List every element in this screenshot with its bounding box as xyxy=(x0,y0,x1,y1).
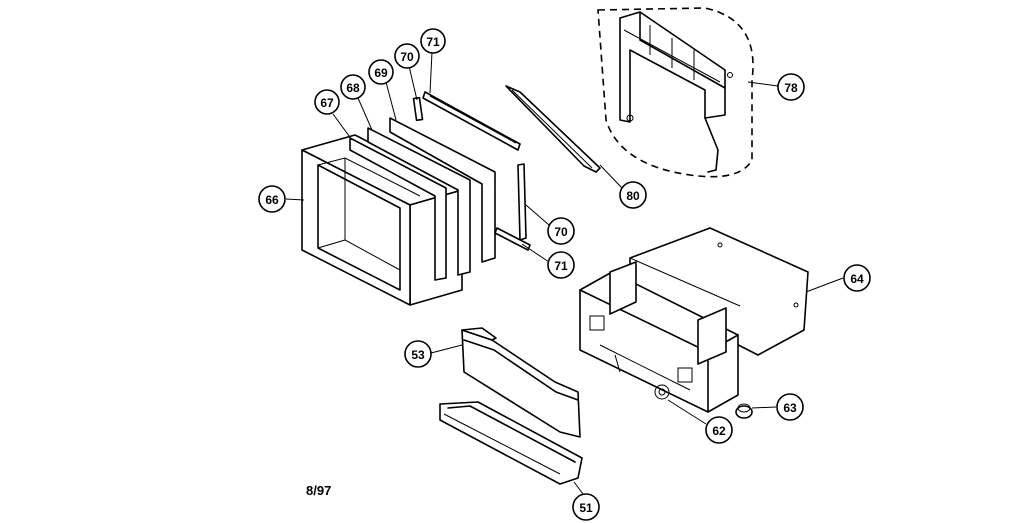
callout-68: 68 xyxy=(340,74,366,100)
callout-68-label: 68 xyxy=(346,81,360,95)
callout-51: 51 xyxy=(572,493,600,521)
panel-67 xyxy=(349,137,447,281)
callout-63-label: 63 xyxy=(783,401,797,415)
callout-69-label: 69 xyxy=(374,66,388,80)
leader-lines xyxy=(285,51,844,495)
strip-71-lower xyxy=(494,227,531,251)
callout-70-lower: 70 xyxy=(547,217,575,245)
callout-53-label: 53 xyxy=(411,348,425,362)
glass-sheet-80 xyxy=(505,85,601,173)
callout-63: 63 xyxy=(776,393,804,421)
callout-78: 78 xyxy=(777,73,805,101)
callout-71-lower: 71 xyxy=(547,251,575,279)
callout-66: 66 xyxy=(258,185,286,213)
callout-71-lower-label: 71 xyxy=(554,259,568,273)
callout-70-lower-label: 70 xyxy=(554,225,568,239)
callout-78-label: 78 xyxy=(784,81,798,95)
date-stamp: 8/97 xyxy=(306,483,331,498)
callout-67: 67 xyxy=(314,89,340,115)
bracket-assembly-78 xyxy=(597,7,754,178)
callout-70-upper-label: 70 xyxy=(400,50,414,64)
callout-71-upper-label: 71 xyxy=(426,35,440,49)
front-cover-53 xyxy=(461,327,581,438)
back-panel-64 xyxy=(629,227,809,356)
strip-70-upper xyxy=(412,96,424,122)
chassis-base xyxy=(579,261,739,413)
panel-69 xyxy=(389,117,496,263)
front-trim-51 xyxy=(439,401,583,485)
callout-80-label: 80 xyxy=(626,189,640,203)
knob-63 xyxy=(735,403,753,419)
callout-71-upper: 71 xyxy=(420,28,446,54)
callout-51-label: 51 xyxy=(579,501,593,515)
callout-64: 64 xyxy=(843,264,871,292)
callout-66-label: 66 xyxy=(265,193,279,207)
callout-80: 80 xyxy=(619,181,647,209)
strip-71-upper xyxy=(422,91,521,151)
callout-62-label: 62 xyxy=(712,424,726,438)
callout-53: 53 xyxy=(404,340,432,368)
panel-68 xyxy=(367,127,471,276)
callout-62: 62 xyxy=(705,416,733,444)
callout-64-label: 64 xyxy=(850,272,864,286)
callout-70-upper: 70 xyxy=(394,43,420,69)
strip-70-lower xyxy=(517,163,527,241)
callout-69: 69 xyxy=(368,59,394,85)
callout-67-label: 67 xyxy=(320,96,334,110)
